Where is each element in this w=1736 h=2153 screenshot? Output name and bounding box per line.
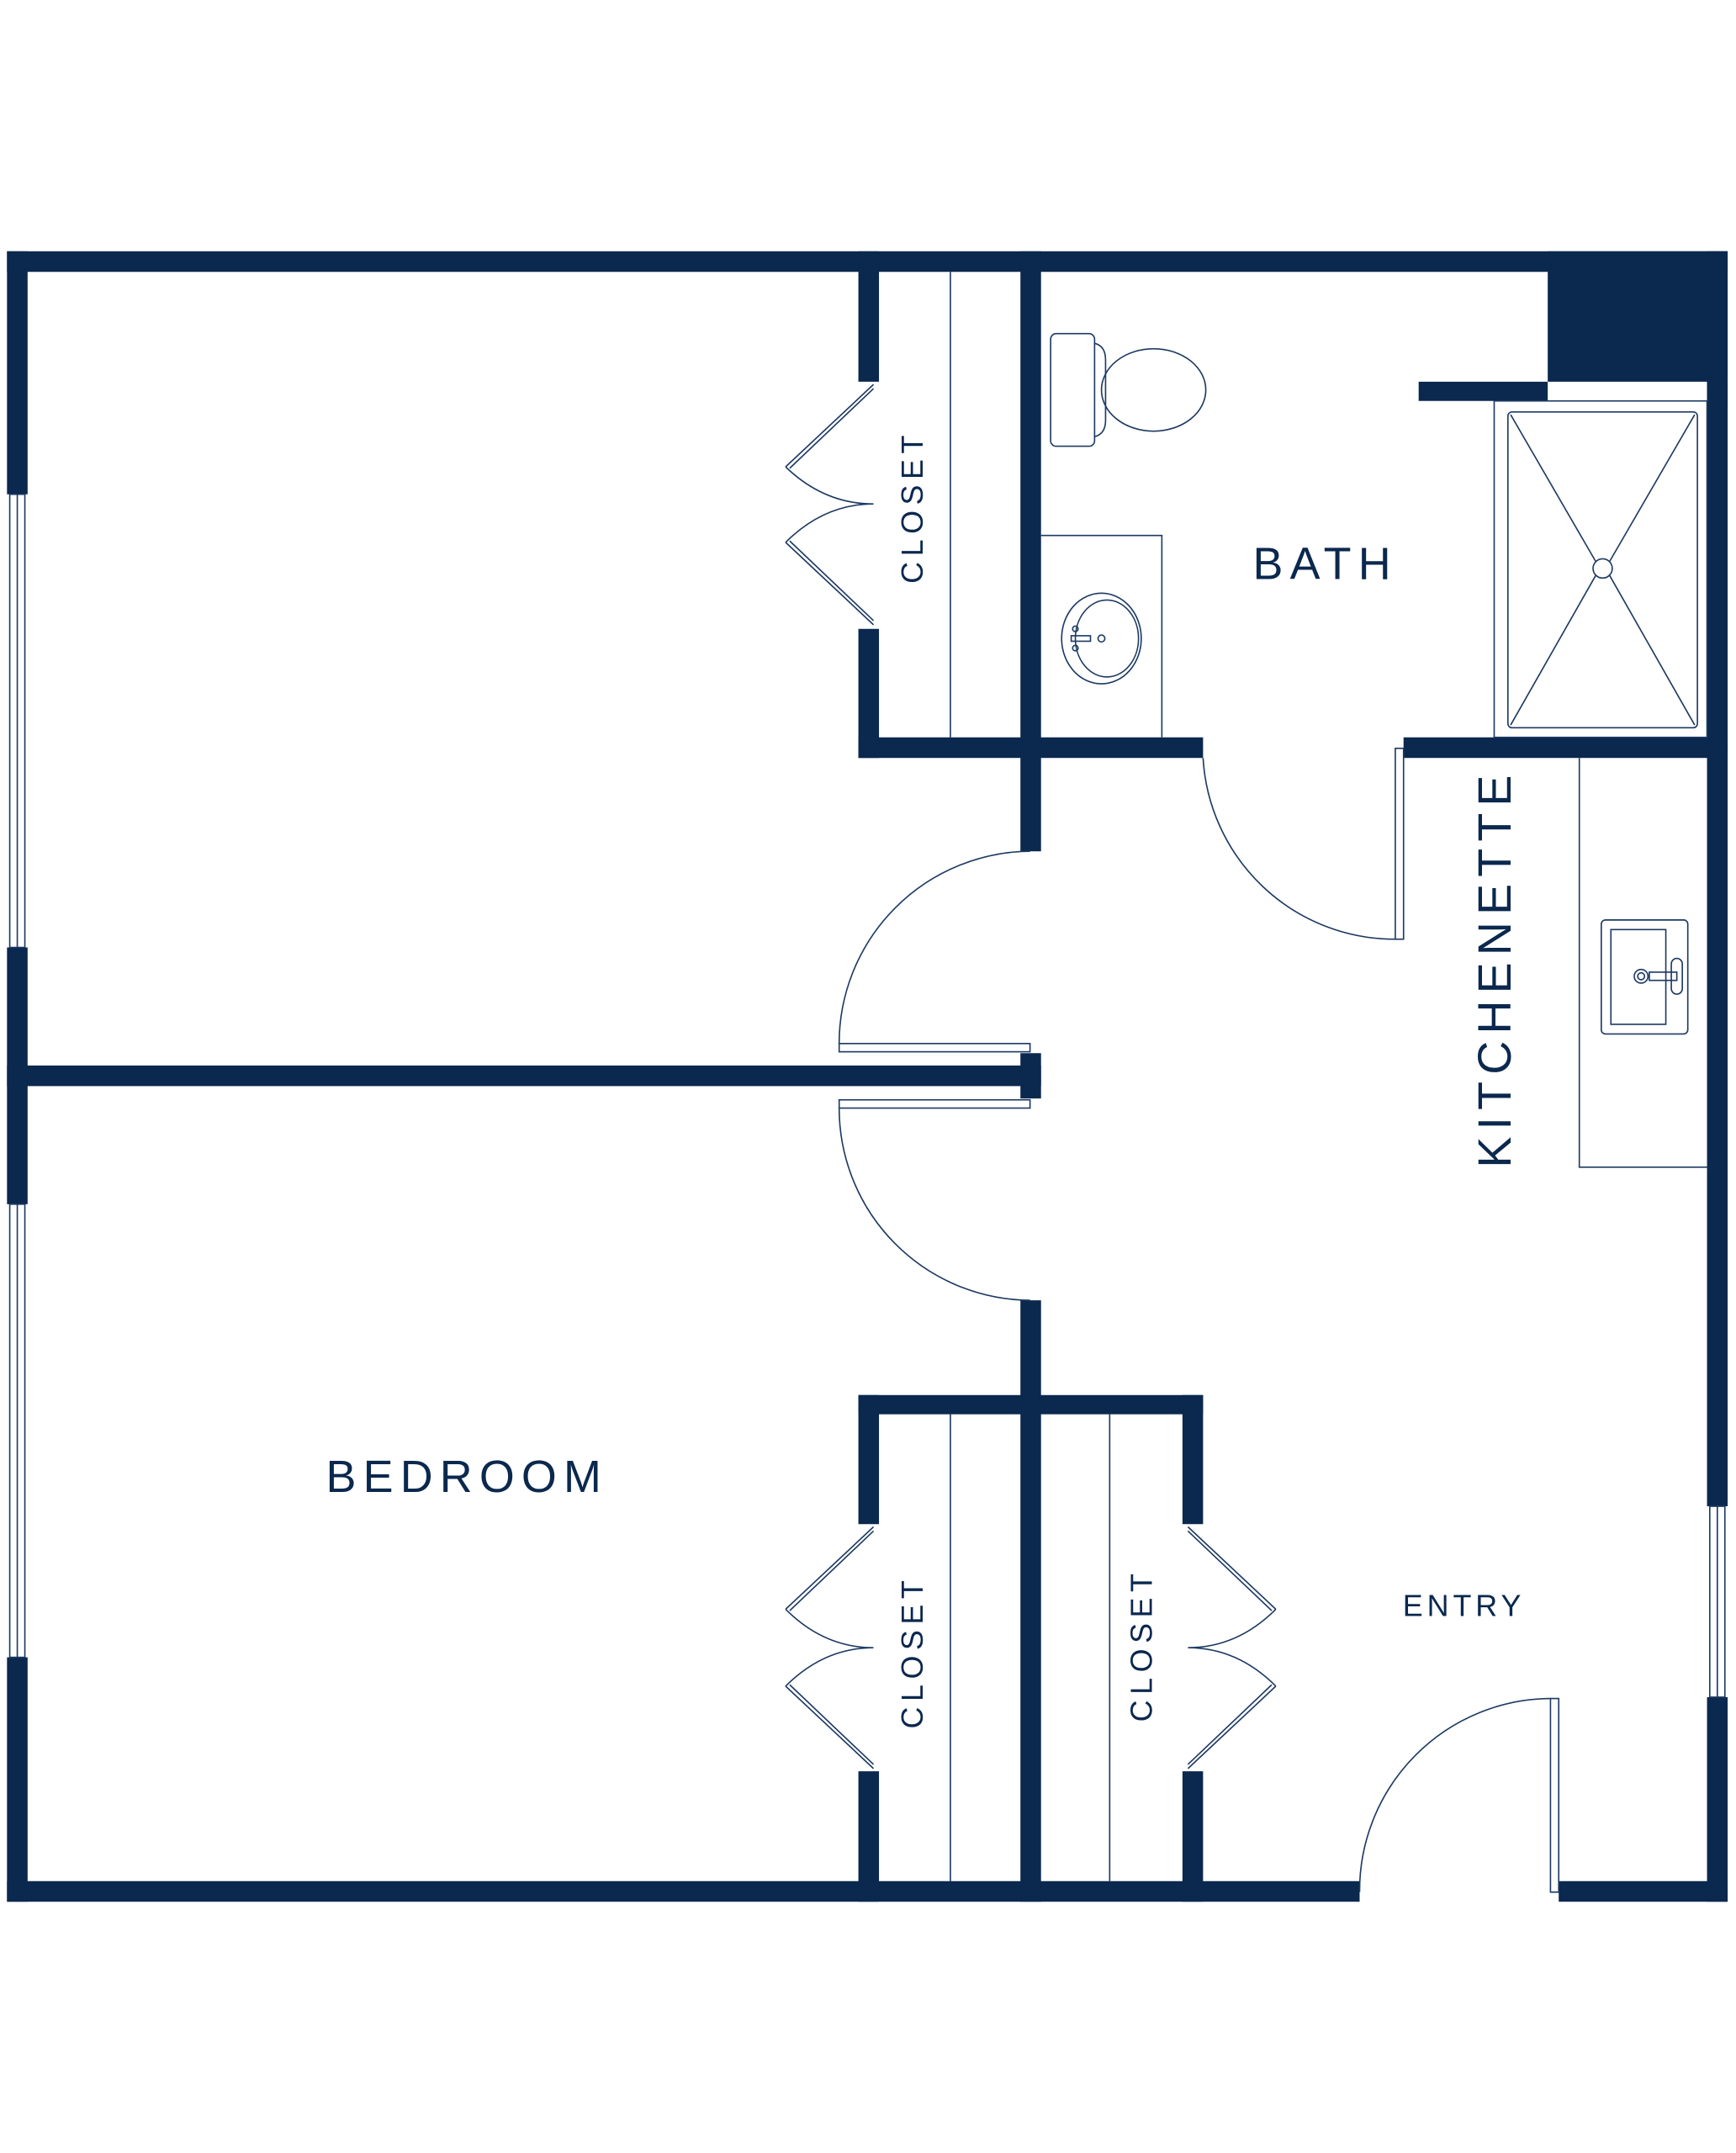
toilet-icon xyxy=(1050,332,1207,447)
closet-bifold-door-bottom-right[interactable] xyxy=(1187,1526,1277,1769)
room-label-closet-top: CLOSET xyxy=(895,430,929,584)
entry-door[interactable] xyxy=(1358,1697,1560,1893)
kitchen-sink-icon xyxy=(1601,919,1689,1035)
bedroom-door[interactable] xyxy=(838,1098,1031,1301)
closet-bifold-door-top[interactable] xyxy=(785,384,875,626)
kitchen-counter xyxy=(1578,758,1707,1168)
bedroom-top-door[interactable] xyxy=(838,850,1031,1053)
closet-bifold-door-bottom-left[interactable] xyxy=(785,1526,875,1769)
windows xyxy=(8,493,1726,1698)
bath-door[interactable] xyxy=(1202,747,1405,940)
room-label-bedroom: BEDROOM xyxy=(326,1452,608,1502)
shower-icon xyxy=(1493,399,1708,738)
room-label-kitchenette: KITCHENETTE xyxy=(1469,768,1521,1167)
walls xyxy=(7,251,1728,1902)
room-label-entry: ENTRY xyxy=(1403,1588,1526,1622)
room-label-closet-bottom-left: CLOSET xyxy=(895,1575,929,1729)
closet-shelves xyxy=(950,272,1111,1881)
room-label-closet-bottom-right: CLOSET xyxy=(1125,1568,1159,1722)
vanity-sink-icon xyxy=(1040,534,1163,738)
room-label-bath: BATH xyxy=(1253,539,1398,590)
